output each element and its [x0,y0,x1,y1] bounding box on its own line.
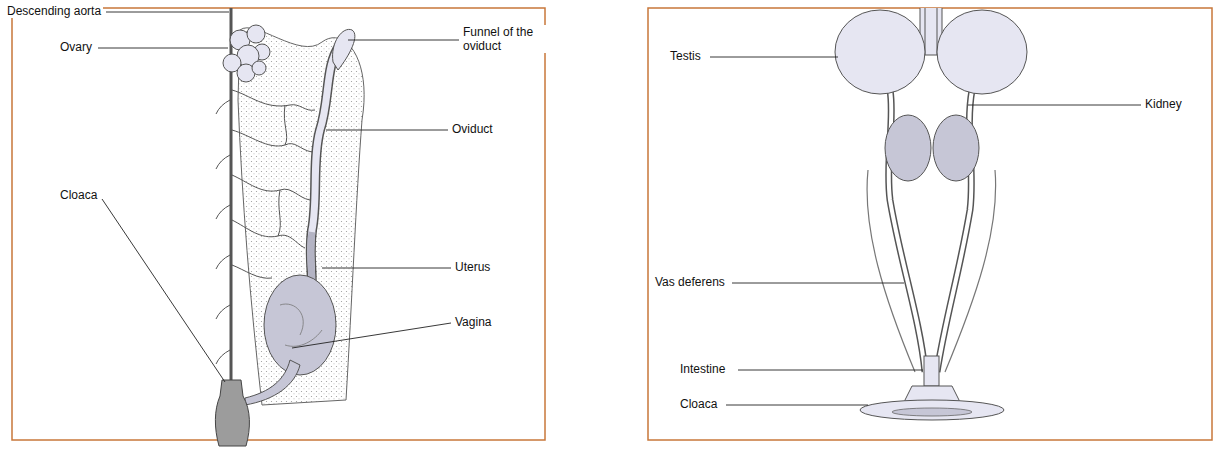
vagina [245,360,300,405]
part-label: Funnel of the oviduct [461,25,551,53]
ovary [223,25,270,82]
kidney [885,115,931,181]
part-label: Cloaca [58,188,99,202]
part-label: Testis [668,49,703,63]
uterus [264,275,336,375]
part-label: Oviduct [450,122,495,136]
part-label: Ovary [58,40,94,54]
testis [835,10,925,94]
part-label: Vagina [453,315,493,329]
part-label: Descending aorta [5,4,103,18]
leader-lines [98,12,1141,405]
part-label: Uterus [453,260,492,274]
part-label: Intestine [678,362,727,376]
testis [937,10,1027,94]
oviduct-funnel [333,29,355,70]
kidney [933,115,979,181]
part-label: Cloaca [678,397,719,411]
intestine [924,356,939,386]
part-label: Kidney [1143,97,1184,111]
part-label: Vas deferens [653,275,727,289]
mesentery [238,28,364,405]
cloaca [892,408,972,416]
cloaca [860,400,1004,420]
uterus-detail [280,304,322,346]
oviduct [310,45,340,300]
panel-frame [648,8,1212,440]
oviduct [310,45,340,300]
cloaca [215,380,249,446]
vas-deferens [867,90,996,372]
panel-frame [12,8,545,440]
